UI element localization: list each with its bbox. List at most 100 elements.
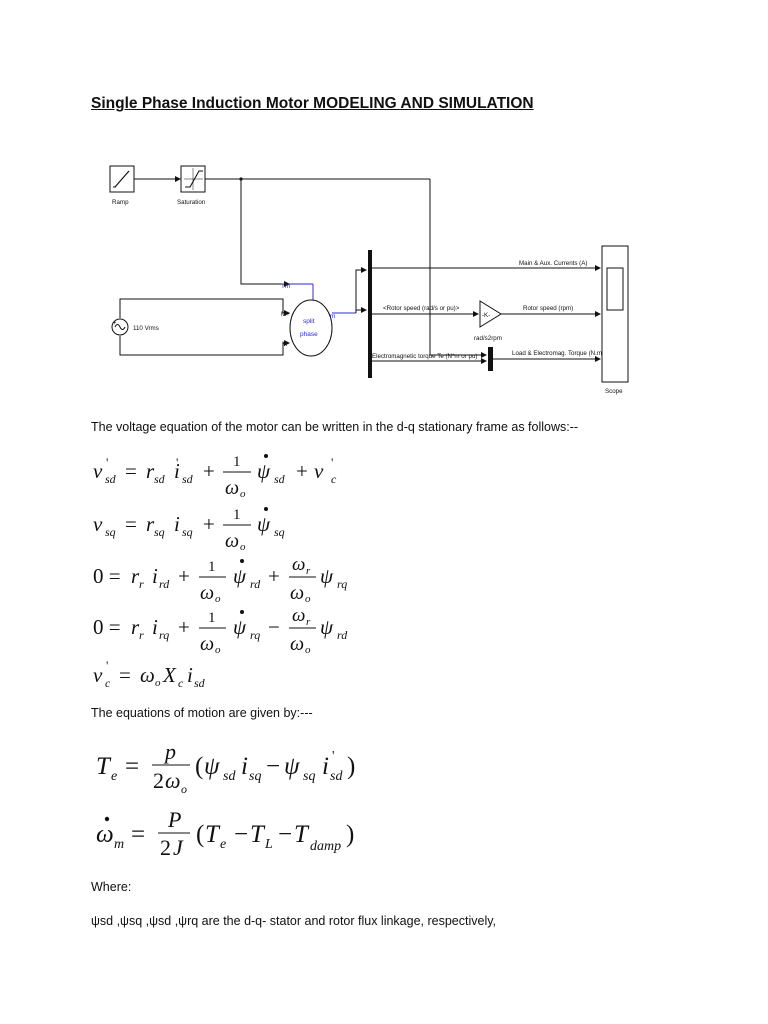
svg-text:sd: sd — [194, 676, 206, 690]
svg-text:(: ( — [195, 753, 203, 780]
svg-text:r: r — [131, 564, 140, 588]
svg-text:r: r — [131, 615, 140, 639]
svg-text:ω: ω — [165, 768, 181, 793]
svg-text:ω: ω — [96, 821, 114, 848]
voltage-equation-4: 0 = r r i rq + 1 ω o ψ rq − ω r ω o ψ rd — [93, 605, 348, 656]
svg-text:damp: damp — [310, 839, 341, 854]
svg-text:r: r — [306, 616, 311, 628]
svg-text:1: 1 — [233, 454, 241, 470]
svg-text:=: = — [131, 821, 145, 848]
page-title: Single Phase Induction Motor MODELING AN… — [91, 95, 534, 112]
svg-text:=: = — [119, 663, 131, 687]
svg-text:': ' — [176, 455, 178, 470]
svg-text:ω: ω — [225, 530, 239, 552]
svg-text:i: i — [187, 663, 193, 687]
svg-text:ψ: ψ — [233, 564, 247, 588]
svg-text:T: T — [205, 821, 221, 848]
svg-text:=: = — [125, 753, 139, 780]
svg-text:': ' — [106, 455, 108, 470]
gain-block: -K- rad/s2rpm — [474, 300, 502, 342]
svg-text:rd: rd — [337, 628, 348, 642]
svg-text:ψ: ψ — [233, 615, 247, 639]
svg-text:): ) — [346, 821, 354, 848]
svg-text:+: + — [296, 459, 308, 483]
svg-text:X: X — [162, 663, 177, 687]
svg-text:): ) — [347, 753, 355, 780]
svg-text:−: − — [268, 615, 280, 639]
svg-text:r: r — [139, 577, 144, 591]
voltage-equation-2: v sq = r sq i sq + 1 ω o ψ sq — [93, 507, 285, 553]
svg-text:c: c — [331, 472, 337, 486]
motion-equation: ω m = P 2 J ( T e − T L − T damp ) — [96, 807, 354, 860]
motion-equation-intro: The equations of motion are given by:--- — [91, 706, 313, 720]
port-tm-label: Tm — [281, 283, 290, 290]
bus-selector-bar — [368, 250, 372, 378]
svg-text:ψ: ψ — [320, 564, 334, 588]
svg-text:r: r — [306, 565, 311, 577]
svg-text:m: m — [114, 837, 124, 852]
svg-text:rd: rd — [159, 577, 170, 591]
motor-label-line1: split — [303, 318, 315, 325]
svg-text:ω: ω — [225, 477, 239, 499]
svg-text:sd: sd — [182, 472, 194, 486]
svg-text:+: + — [178, 615, 190, 639]
svg-text:ω: ω — [290, 633, 304, 655]
saturation-label: Saturation — [177, 199, 206, 206]
svg-text:−: − — [278, 821, 292, 848]
port-mplus-label: M+ — [281, 311, 290, 318]
svg-text:i: i — [322, 753, 329, 780]
svg-text:1: 1 — [208, 559, 216, 575]
svg-text:ψ: ψ — [284, 753, 300, 780]
svg-text:+: + — [203, 512, 215, 536]
svg-text:0 =: 0 = — [93, 615, 121, 639]
svg-text:e: e — [111, 769, 117, 784]
simulink-block-diagram: Ramp Saturation + 110 Vrms Tm M+ M split… — [109, 165, 629, 395]
svg-text:+: + — [268, 564, 280, 588]
svg-text:sd: sd — [330, 769, 343, 784]
signal-rotor-speed-in-label: <Rotor speed (rad/s or pu)> — [383, 305, 460, 312]
svg-text:o: o — [215, 644, 221, 656]
svg-text:2: 2 — [153, 768, 164, 793]
svg-text:sd: sd — [223, 769, 236, 784]
svg-text:c: c — [105, 676, 111, 690]
svg-text:o: o — [305, 593, 311, 605]
svg-text:sq: sq — [249, 769, 261, 784]
svg-text:sd: sd — [154, 472, 166, 486]
signal-torque-in-label: Electromagnetic torque Te (N*m or pu) — [372, 353, 477, 360]
source-label: 110 Vrms — [133, 325, 159, 332]
svg-text:=: = — [125, 459, 137, 483]
svg-text:L: L — [264, 837, 273, 852]
svg-text:i: i — [241, 753, 248, 780]
signal-rotor-speed-out-label: Rotor speed (rpm) — [523, 305, 573, 312]
svg-text:rd: rd — [250, 577, 261, 591]
svg-text:ω: ω — [200, 633, 214, 655]
svg-text:0 =: 0 = — [93, 564, 121, 588]
svg-text:J: J — [173, 835, 184, 860]
svg-text:T: T — [250, 821, 266, 848]
voltage-equation-5: v ' c = ω o X c i sd — [93, 658, 206, 690]
plus-sign: + — [113, 320, 117, 327]
svg-text:sd: sd — [105, 472, 117, 486]
signal-currents-label: Main & Aux. Currents (A) — [519, 260, 587, 267]
svg-text:o: o — [240, 488, 246, 500]
svg-text:i: i — [174, 512, 180, 536]
svg-text:−: − — [266, 753, 280, 780]
svg-text:i: i — [152, 564, 158, 588]
svg-text:(: ( — [196, 821, 204, 848]
svg-text:v: v — [314, 459, 324, 483]
svg-text:rq: rq — [337, 577, 347, 591]
svg-text:v: v — [93, 459, 103, 483]
svg-text:sq: sq — [182, 525, 193, 539]
svg-text:T: T — [96, 753, 112, 780]
svg-text:rq: rq — [159, 628, 169, 642]
ramp-label: Ramp — [112, 199, 129, 206]
motor-label-line2: phase — [300, 331, 318, 338]
where-label: Where: — [91, 880, 132, 894]
svg-text:+: + — [178, 564, 190, 588]
svg-text:c: c — [178, 676, 184, 690]
svg-text:ω: ω — [140, 663, 155, 687]
gain-label: -K- — [482, 312, 490, 319]
svg-text:r: r — [139, 628, 144, 642]
svg-text:r: r — [146, 512, 155, 536]
svg-text:i: i — [152, 615, 158, 639]
